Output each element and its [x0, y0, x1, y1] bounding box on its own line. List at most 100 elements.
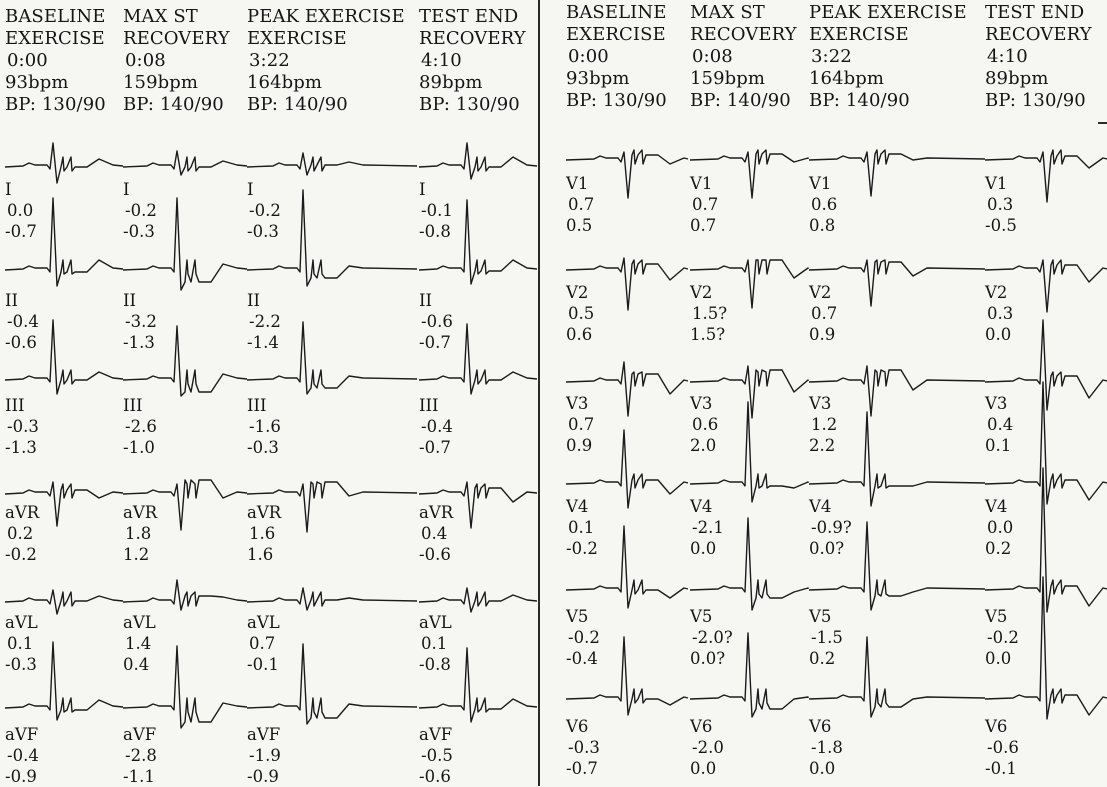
header-right-2-bp: BP: 140/90	[809, 90, 910, 111]
lead-V3-col2-val1: 1.2	[811, 415, 838, 434]
lead-V2-col1-name: V2	[690, 283, 713, 302]
lead-I-col0-name: I	[5, 180, 12, 199]
lead-II-col1-name: II	[123, 291, 137, 310]
lead-aVR-col0-val1: 0.2	[7, 524, 34, 543]
trace-V5-col0	[565, 525, 689, 609]
header-left-3-hr: 89bpm	[419, 72, 483, 93]
lead-aVF-col2-name: aVF	[247, 725, 281, 744]
header-left-3-line1: TEST END	[419, 6, 519, 27]
lead-III-col1-name: III	[123, 396, 143, 415]
trace-V5-col2	[808, 521, 986, 611]
edge-tick-mark	[1098, 122, 1107, 124]
lead-aVR-col1-name: aVR	[123, 503, 158, 522]
trace-V6-col0	[565, 636, 689, 716]
trace-III-col1	[122, 325, 248, 397]
lead-V3-col1-val1: 0.6	[692, 415, 719, 434]
lead-I-col0-val2: -0.7	[5, 222, 37, 241]
trace-V1-col3	[984, 149, 1107, 203]
header-right-3-line2: RECOVERY	[985, 24, 1092, 45]
lead-aVR-col2-name: aVR	[247, 503, 282, 522]
header-left-0-bp: BP: 130/90	[5, 94, 106, 115]
lead-aVL-col1-name: aVL	[123, 613, 156, 632]
lead-III-col3-val1: -0.4	[421, 417, 453, 436]
trace-V2-col3	[984, 259, 1107, 313]
header-left-0-line2: EXERCISE	[5, 28, 105, 49]
lead-V3-col3-val2: 0.1	[985, 436, 1012, 455]
lead-III-col3-name: III	[419, 396, 439, 415]
header-right-1-hr: 159bpm	[690, 68, 766, 89]
lead-II-col1-val2: -1.3	[123, 333, 155, 352]
lead-aVL-col2-name: aVL	[247, 613, 280, 632]
trace-I-col3	[418, 142, 538, 180]
lead-V6-col2-val1: -1.8	[811, 738, 843, 757]
trace-III-col2	[246, 321, 418, 395]
lead-aVL-col2-val2: -0.1	[247, 655, 279, 674]
lead-V2-col0-name: V2	[566, 283, 589, 302]
trace-aVL-col2	[246, 587, 418, 611]
lead-V5-col2-val2: 0.2	[809, 649, 836, 668]
trace-I-col1	[122, 150, 248, 176]
lead-V1-col0-val2: 0.5	[566, 216, 593, 235]
lead-aVF-col1-name: aVF	[123, 725, 157, 744]
lead-V5-col3-name: V5	[985, 607, 1008, 626]
trace-aVL-col1	[122, 579, 248, 611]
header-right-1-time: 0:08	[692, 46, 733, 67]
lead-V4-col0-name: V4	[566, 497, 589, 516]
trace-aVF-col0	[4, 641, 124, 721]
lead-V1-col2-val1: 0.6	[811, 195, 838, 214]
lead-V5-col1-name: V5	[690, 607, 713, 626]
lead-aVR-col0-name: aVR	[5, 503, 40, 522]
lead-aVL-col0-val2: -0.3	[5, 655, 37, 674]
lead-V1-col3-val2: -0.5	[985, 216, 1017, 235]
header-left-0-line1: BASELINE	[5, 6, 106, 27]
header-right-1-bp: BP: 140/90	[690, 90, 791, 111]
trace-aVF-col3	[418, 647, 538, 723]
trace-V2-col0	[565, 257, 689, 311]
header-right-0-hr: 93bpm	[566, 68, 630, 89]
header-right-1-line1: MAX ST	[690, 2, 765, 23]
lead-V5-col0-val2: -0.4	[566, 649, 598, 668]
lead-V5-col0-name: V5	[566, 607, 589, 626]
trace-II-col2	[246, 189, 418, 287]
lead-aVF-col1-val2: -1.1	[123, 767, 155, 786]
header-right-1-line2: RECOVERY	[690, 24, 797, 45]
trace-V1-col1	[689, 149, 809, 199]
lead-III-col0-val2: -1.3	[5, 438, 37, 457]
lead-V2-col0-val1: 0.5	[568, 304, 595, 323]
lead-aVR-col2-val1: 1.6	[249, 524, 276, 543]
lead-aVR-col0-val2: -0.2	[5, 545, 37, 564]
center-divider	[538, 0, 540, 786]
lead-V2-col0-val2: 0.6	[566, 325, 593, 344]
lead-I-col2-name: I	[247, 180, 254, 199]
trace-V6-col3	[984, 576, 1107, 720]
header-right-0-time: 0:00	[568, 46, 609, 67]
lead-aVL-col3-val1: 0.1	[421, 634, 448, 653]
lead-V3-col0-name: V3	[566, 394, 589, 413]
lead-I-col3-val2: -0.8	[419, 222, 451, 241]
header-left-1-bp: BP: 140/90	[123, 94, 224, 115]
lead-V4-col2-name: V4	[809, 497, 832, 516]
trace-V1-col2	[808, 149, 986, 197]
header-left-2-time: 3:22	[249, 50, 290, 71]
header-right-3-hr: 89bpm	[985, 68, 1049, 89]
lead-III-col1-val1: -2.6	[125, 417, 157, 436]
trace-V4-col0	[565, 429, 689, 509]
header-right-0-line1: BASELINE	[566, 2, 667, 23]
lead-V1-col3-name: V1	[985, 174, 1008, 193]
lead-V6-col3-name: V6	[985, 717, 1008, 736]
lead-I-col1-name: I	[123, 180, 130, 199]
lead-V6-col3-val2: -0.1	[985, 759, 1017, 778]
trace-III-col3	[418, 323, 538, 395]
lead-II-col2-val2: -1.4	[247, 333, 279, 352]
header-right-2-line1: PEAK EXERCISE	[809, 2, 967, 23]
lead-III-col2-val2: -0.3	[247, 438, 279, 457]
header-left-2-line1: PEAK EXERCISE	[247, 6, 405, 27]
trace-III-col0	[4, 319, 124, 395]
trace-aVL-col0	[4, 589, 124, 615]
lead-V2-col2-name: V2	[809, 283, 832, 302]
lead-V5-col3-val1: -0.2	[987, 628, 1019, 647]
lead-V1-col1-val2: 0.7	[690, 216, 717, 235]
trace-V1-col0	[565, 149, 689, 199]
trace-aVL-col3	[418, 587, 538, 613]
